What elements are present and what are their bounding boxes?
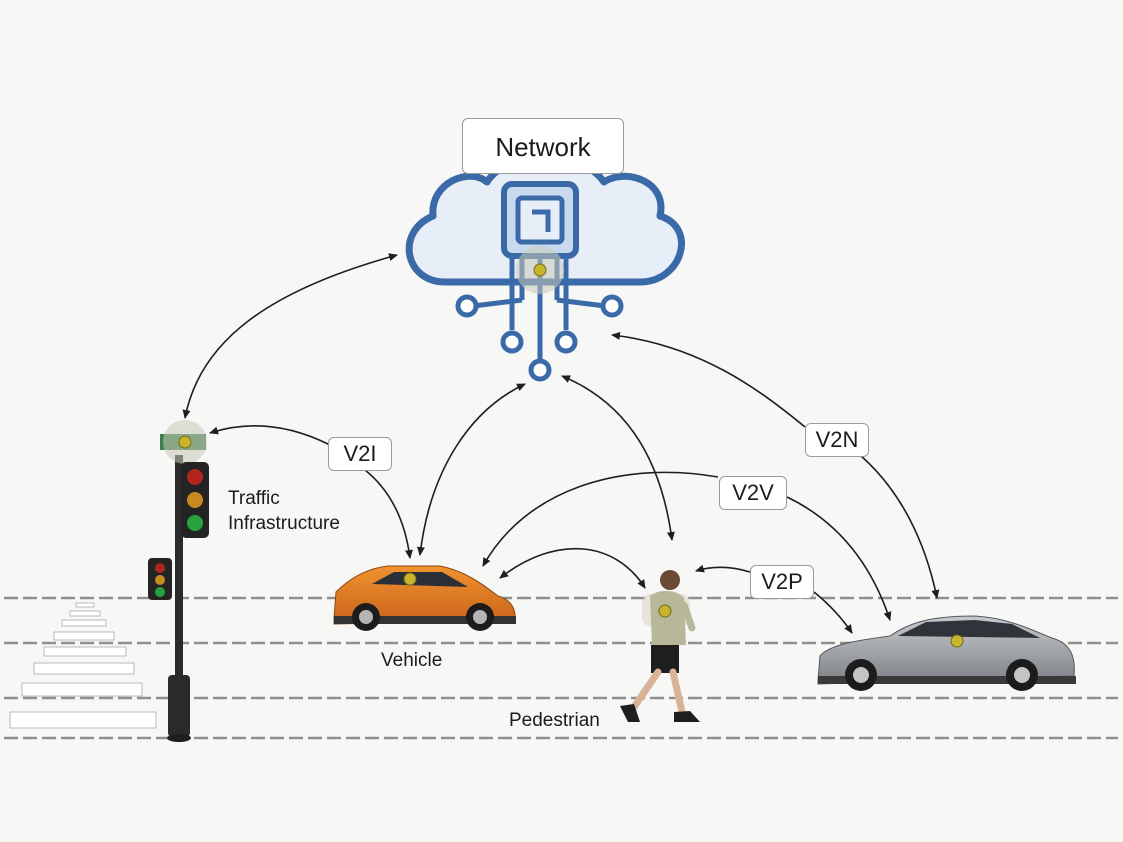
arrow-v2i-to-vehicle — [364, 469, 413, 559]
arrow-v2n-to-network — [611, 331, 806, 428]
v2p-label: V2P — [750, 565, 814, 599]
arrow-network-pedestrian — [561, 375, 675, 541]
pedestrian-label: Pedestrian — [509, 710, 600, 731]
vehicle-label: Vehicle — [381, 650, 443, 671]
arrow-network-traffic — [182, 253, 398, 419]
traffic-infrastructure-label: Traffic Infrastructure — [228, 486, 340, 536]
arrow-v2p-to-sedan — [813, 591, 853, 634]
traffic-light-icon — [148, 420, 209, 742]
orange-suv-icon — [333, 565, 516, 631]
v2n-label: V2N — [805, 423, 869, 457]
arrow-vehicle-pedestrian — [499, 547, 646, 589]
v2v-label: V2V — [719, 476, 787, 510]
arrow-network-vehicle — [416, 383, 526, 556]
traffic-label-line2: Infrastructure — [228, 513, 340, 534]
connection-arrows — [182, 253, 940, 634]
arrow-v2v-to-vehicle — [482, 471, 719, 567]
arrow-v2v-to-sedan — [786, 496, 892, 621]
network-label: Network — [462, 118, 624, 174]
arrow-v2p-to-pedestrian — [695, 564, 751, 573]
network-cloud-icon — [405, 153, 685, 382]
silver-sedan-icon — [817, 615, 1076, 691]
traffic-label-line1: Traffic — [228, 488, 280, 509]
arrow-v2n-to-sedan — [859, 454, 940, 599]
arrow-v2i-to-traffic — [209, 425, 331, 446]
road-lane-lines — [4, 596, 1118, 740]
crosswalk — [9, 602, 157, 729]
walking-person-icon — [620, 570, 700, 722]
v2i-label: V2I — [328, 437, 392, 471]
